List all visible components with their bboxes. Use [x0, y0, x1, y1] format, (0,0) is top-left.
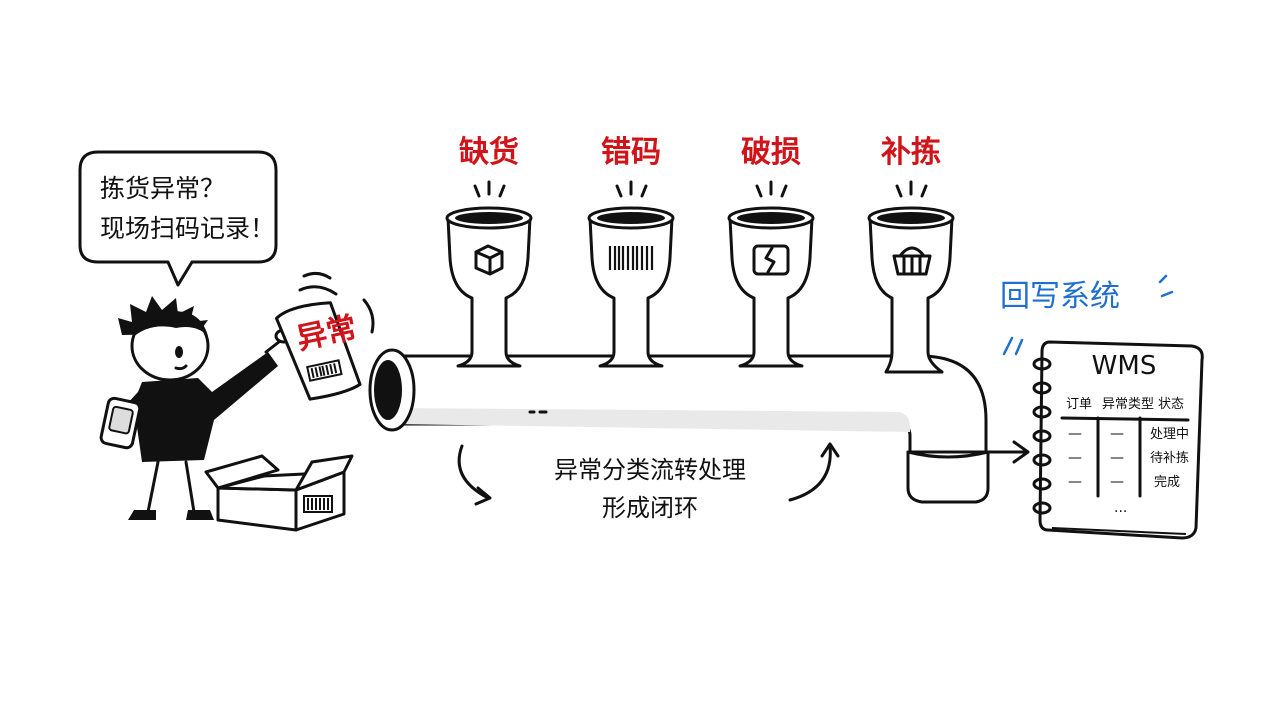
wms-row-2-status: 待补拣 [1150, 451, 1189, 466]
speech-line-1: 拣货异常？ [100, 174, 225, 203]
exception-slip: 异常 [274, 301, 362, 401]
category-label-4: 补拣 [881, 135, 941, 170]
basket-icon [892, 246, 932, 276]
speech-line-2: 现场扫码记录！ [100, 214, 275, 243]
barcode-icon [608, 246, 654, 270]
pipe-branch-2 [587, 206, 675, 368]
slip-barcode-icon [306, 359, 343, 382]
wms-row-2-type: — [1110, 450, 1124, 466]
wms-row-1-type: — [1110, 426, 1124, 442]
pipe-system [368, 348, 990, 504]
wms-row-2-order: — [1068, 450, 1082, 466]
wms-title: WMS [1092, 351, 1157, 381]
notebook-spiral [1032, 357, 1052, 515]
wms-row-3-order: — [1068, 474, 1082, 490]
worker-shirt [112, 352, 278, 462]
wms-row-1-order: — [1068, 426, 1082, 442]
loop-caption-line-2: 形成闭环 [602, 494, 698, 522]
wms-row-3-type: — [1110, 474, 1124, 490]
pipe-branch-4 [867, 206, 955, 374]
writeback-label: 回写系统 [1000, 279, 1120, 314]
wms-row-1-status: 处理中 [1150, 427, 1189, 442]
box-icon [474, 244, 504, 276]
loop-caption-line-1: 异常分类流转处理 [554, 456, 746, 484]
pipe-inlet [368, 348, 416, 432]
wms-row-3-status: 完成 [1154, 475, 1180, 490]
emphasis-marks [473, 180, 928, 198]
wms-more: ... [1114, 500, 1127, 516]
open-box-icon [204, 454, 354, 532]
handheld-scanner-icon [99, 396, 142, 450]
broken-box-icon [752, 244, 790, 276]
pipe-branch-3 [727, 206, 815, 368]
wms-col-order: 订单 [1066, 397, 1092, 412]
wms-col-status: 状态 [1158, 397, 1184, 412]
category-label-3: 破损 [741, 135, 801, 170]
wms-col-type: 异常类型 [1102, 397, 1154, 412]
category-label-2: 错码 [601, 135, 661, 170]
loop-arrows [457, 442, 840, 506]
writeback-arrow [986, 440, 1030, 464]
pipe-branch-1 [445, 206, 533, 368]
wms-notebook: WMS 订单 异常类型 状态 — — 处理中 — — 待补拣 — — 完成 ..… [1032, 340, 1204, 540]
speech-bubble: 拣货异常？ 现场扫码记录！ [78, 150, 278, 287]
category-label-1: 缺货 [459, 135, 519, 170]
